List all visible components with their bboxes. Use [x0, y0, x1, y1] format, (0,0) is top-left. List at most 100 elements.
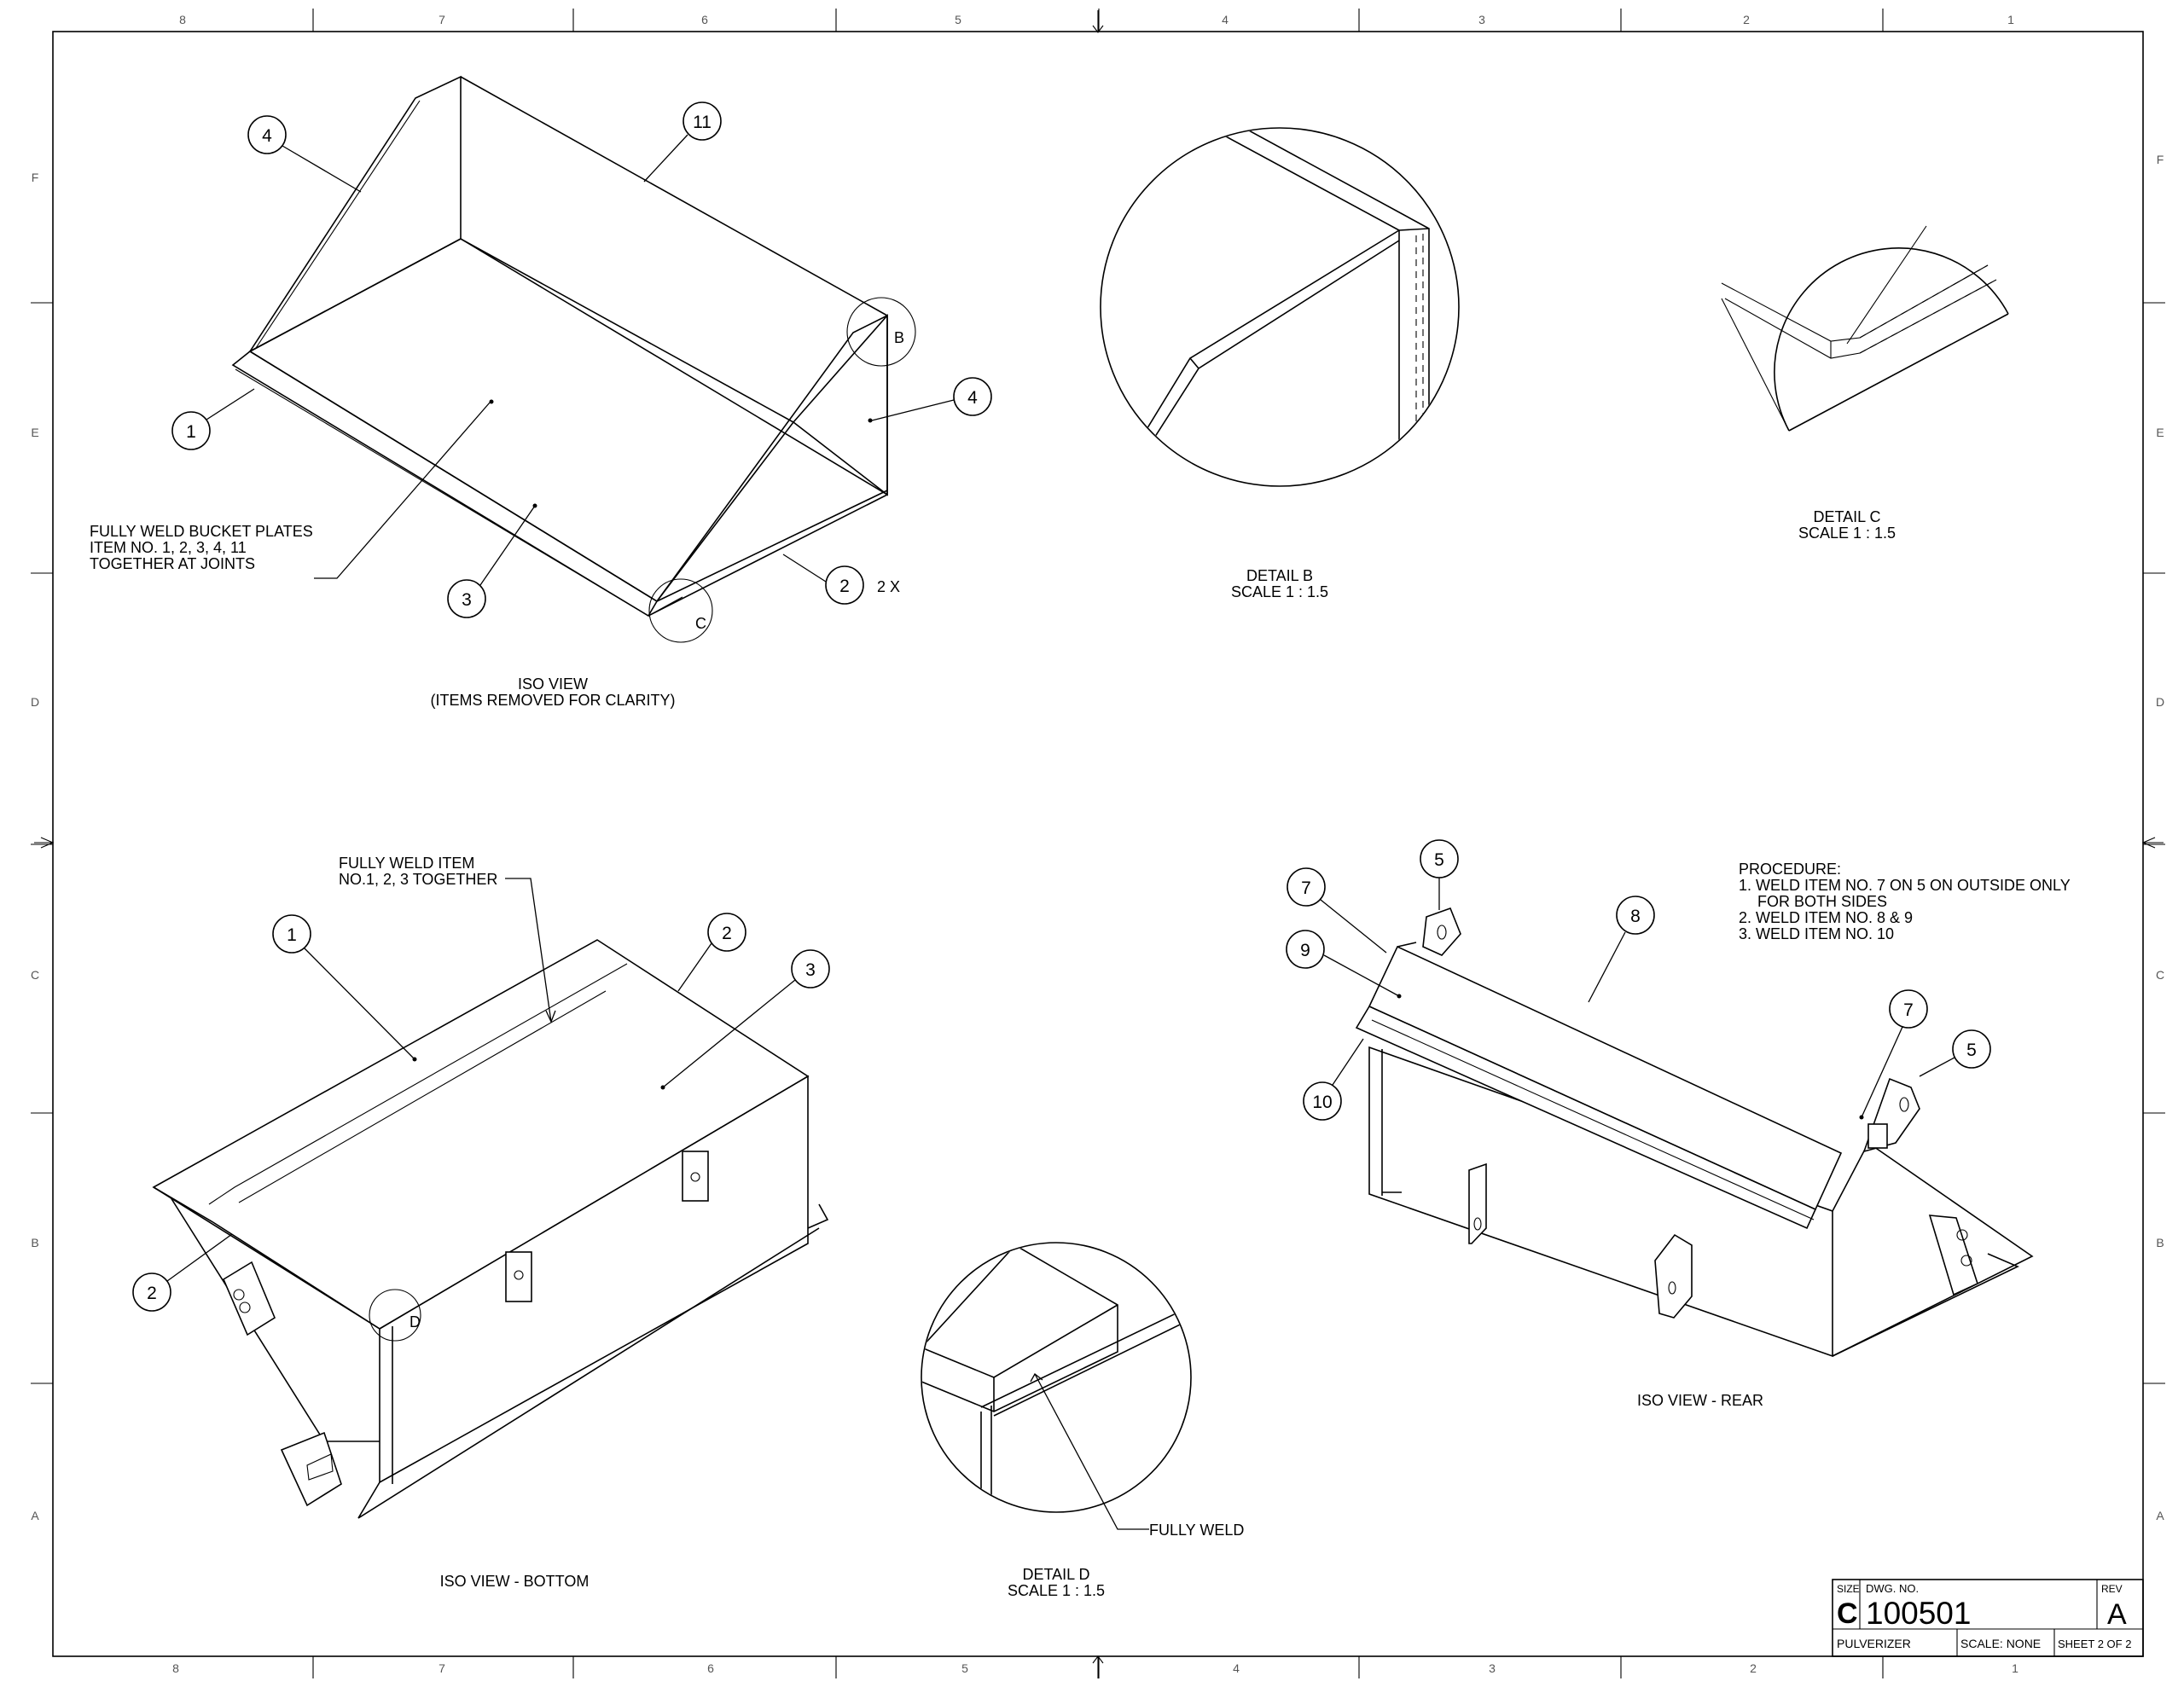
view-caption: DETAIL B	[1246, 567, 1313, 584]
svg-text:FULLY WELD BUCKET PLATES: FULLY WELD BUCKET PLATES	[90, 523, 313, 540]
sheet-border	[31, 9, 2165, 1678]
scale-value: SCALE: NONE	[1960, 1637, 2041, 1650]
balloon: 4	[247, 115, 362, 193]
svg-text:NO.1, 2, 3 TOGETHER: NO.1, 2, 3 TOGETHER	[339, 871, 497, 888]
zone-col-bottom: 1	[2012, 1661, 2018, 1675]
balloon-label: 5	[1434, 850, 1444, 870]
balloon-label: 7	[1903, 1000, 1914, 1020]
zone-col-top: 5	[955, 13, 961, 26]
iso-view-bottom: D FULLY WELD ITEM NO.1, 2, 3 TOGETHER 1 …	[132, 855, 830, 1590]
balloon: 1	[272, 914, 417, 1062]
procedure-note: PROCEDURE: 1. WELD ITEM NO. 7 ON 5 ON OU…	[1739, 861, 2071, 942]
balloon: 3	[660, 949, 830, 1090]
zone-col-bottom: 5	[961, 1661, 968, 1675]
detail-b: DETAIL B SCALE 1 : 1.5	[1100, 127, 1460, 600]
svg-text:TOGETHER AT JOINTS: TOGETHER AT JOINTS	[90, 555, 255, 572]
view-caption: ISO VIEW - REAR	[1637, 1392, 1763, 1409]
dwg-no-value: 100501	[1866, 1596, 1971, 1631]
balloon: 3	[447, 503, 537, 618]
zone-row-left: B	[31, 1236, 38, 1249]
zone-row-left: E	[31, 426, 38, 439]
zone-col-bottom: 6	[707, 1661, 714, 1675]
svg-text:FOR BOTH SIDES: FOR BOTH SIDES	[1757, 893, 1887, 910]
zone-row-right: C	[2156, 968, 2164, 982]
balloon-label: 7	[1301, 878, 1311, 898]
balloon: 4	[868, 377, 992, 423]
dwg-no-label: DWG. NO.	[1866, 1582, 1919, 1595]
svg-text:ITEM NO. 1, 2, 3, 4, 11: ITEM NO. 1, 2, 3, 4, 11	[90, 539, 247, 556]
balloon-label: 1	[287, 925, 297, 945]
balloon: 7	[1287, 867, 1387, 954]
view-caption: SCALE 1 : 1.5	[1798, 525, 1896, 542]
balloon-label: 5	[1966, 1041, 1977, 1060]
balloon: 2	[132, 1233, 233, 1312]
view-caption: DETAIL D	[1022, 1566, 1089, 1583]
balloon: 10	[1303, 1038, 1364, 1121]
balloon-label: 10	[1312, 1093, 1332, 1112]
balloon: 5	[1420, 839, 1459, 910]
iso-view-rear: 5 7 9 8 10 7	[1286, 839, 2071, 1409]
bucket-rear-geometry	[1355, 907, 2034, 1358]
zone-row-right: D	[2156, 695, 2164, 709]
balloon-label: 9	[1300, 941, 1310, 960]
balloon-label: 4	[262, 126, 272, 146]
detail-d-mark: D	[410, 1313, 421, 1330]
zone-col-top: 2	[1743, 13, 1750, 26]
balloon-label: 11	[693, 113, 712, 132]
balloon: 2	[677, 913, 746, 992]
rev-value: A	[2107, 1598, 2127, 1631]
zone-col-top: 3	[1478, 13, 1485, 26]
balloon: 9	[1286, 930, 1402, 999]
view-caption: SCALE 1 : 1.5	[1231, 583, 1328, 600]
detail-b-mark: B	[894, 329, 904, 346]
detail-b-callout-circle	[846, 297, 916, 367]
weld-note: FULLY WELD BUCKET PLATES ITEM NO. 1, 2, …	[90, 399, 494, 579]
balloon: 7	[1859, 989, 1928, 1120]
zone-col-bottom: 7	[439, 1661, 445, 1675]
zone-col-top: 8	[179, 13, 186, 26]
title-block: SIZE C DWG. NO. 100501 REV A PULVERIZER …	[1832, 1579, 2144, 1657]
svg-text:2. WELD ITEM NO. 8 & 9: 2. WELD ITEM NO. 8 & 9	[1739, 909, 1913, 926]
detail-c: DETAIL C SCALE 1 : 1.5	[1721, 225, 2009, 542]
zone-row-left: C	[31, 968, 39, 982]
view-caption: DETAIL C	[1813, 508, 1880, 525]
bucket-bottom-geometry	[152, 939, 829, 1519]
view-caption: ISO VIEW	[518, 675, 588, 693]
balloon-label: 4	[967, 388, 978, 408]
weld-note: FULLY WELD ITEM NO.1, 2, 3 TOGETHER	[339, 855, 556, 1023]
svg-text:3. WELD ITEM NO. 10: 3. WELD ITEM NO. 10	[1739, 925, 1894, 942]
balloon-label: 2	[147, 1284, 157, 1303]
iso-view-top: B C 4 11 4 1 3	[90, 75, 992, 709]
view-caption: ISO VIEW - BOTTOM	[440, 1573, 590, 1590]
view-caption: (ITEMS REMOVED FOR CLARITY)	[430, 692, 675, 709]
balloon: 5	[1919, 1029, 1991, 1077]
zone-row-right: F	[2157, 153, 2164, 166]
detail-c-mark: C	[695, 615, 706, 632]
zone-row-left: D	[31, 695, 39, 709]
zone-col-top: 6	[701, 13, 708, 26]
zone-col-bottom: 3	[1489, 1661, 1496, 1675]
rev-label: REV	[2101, 1583, 2123, 1595]
zone-row-right: B	[2156, 1236, 2164, 1249]
zone-labels: 8 7 6 5 4 3 2 1 8 7 6 5 4 3 2 1 F E D C …	[31, 13, 2164, 1675]
balloon: 1	[171, 388, 255, 450]
detail-d: FULLY WELD DETAIL D SCALE 1 : 1.5	[921, 1242, 1244, 1599]
balloon: 2 2 X	[782, 554, 900, 605]
zone-row-right: E	[2156, 426, 2164, 439]
balloon-label: 2	[839, 577, 850, 596]
detail-c-callout-circle	[648, 578, 713, 643]
balloon-label: 2	[722, 924, 732, 943]
balloon: 8	[1588, 896, 1655, 1003]
svg-text:1. WELD ITEM NO. 7 ON 5 ON OUT: 1. WELD ITEM NO. 7 ON 5 ON OUTSIDE ONLY	[1739, 877, 2071, 894]
balloon-label: 3	[805, 960, 816, 980]
zone-col-bottom: 8	[172, 1661, 179, 1675]
zone-col-bottom: 2	[1750, 1661, 1757, 1675]
svg-text:PROCEDURE:: PROCEDURE:	[1739, 861, 1841, 878]
zone-col-bottom: 4	[1233, 1661, 1240, 1675]
bucket-geometry	[231, 75, 888, 617]
weld-note: FULLY WELD	[1149, 1522, 1244, 1539]
zone-col-top: 4	[1222, 13, 1228, 26]
size-label: SIZE	[1837, 1583, 1860, 1595]
svg-text:FULLY WELD ITEM: FULLY WELD ITEM	[339, 855, 474, 872]
